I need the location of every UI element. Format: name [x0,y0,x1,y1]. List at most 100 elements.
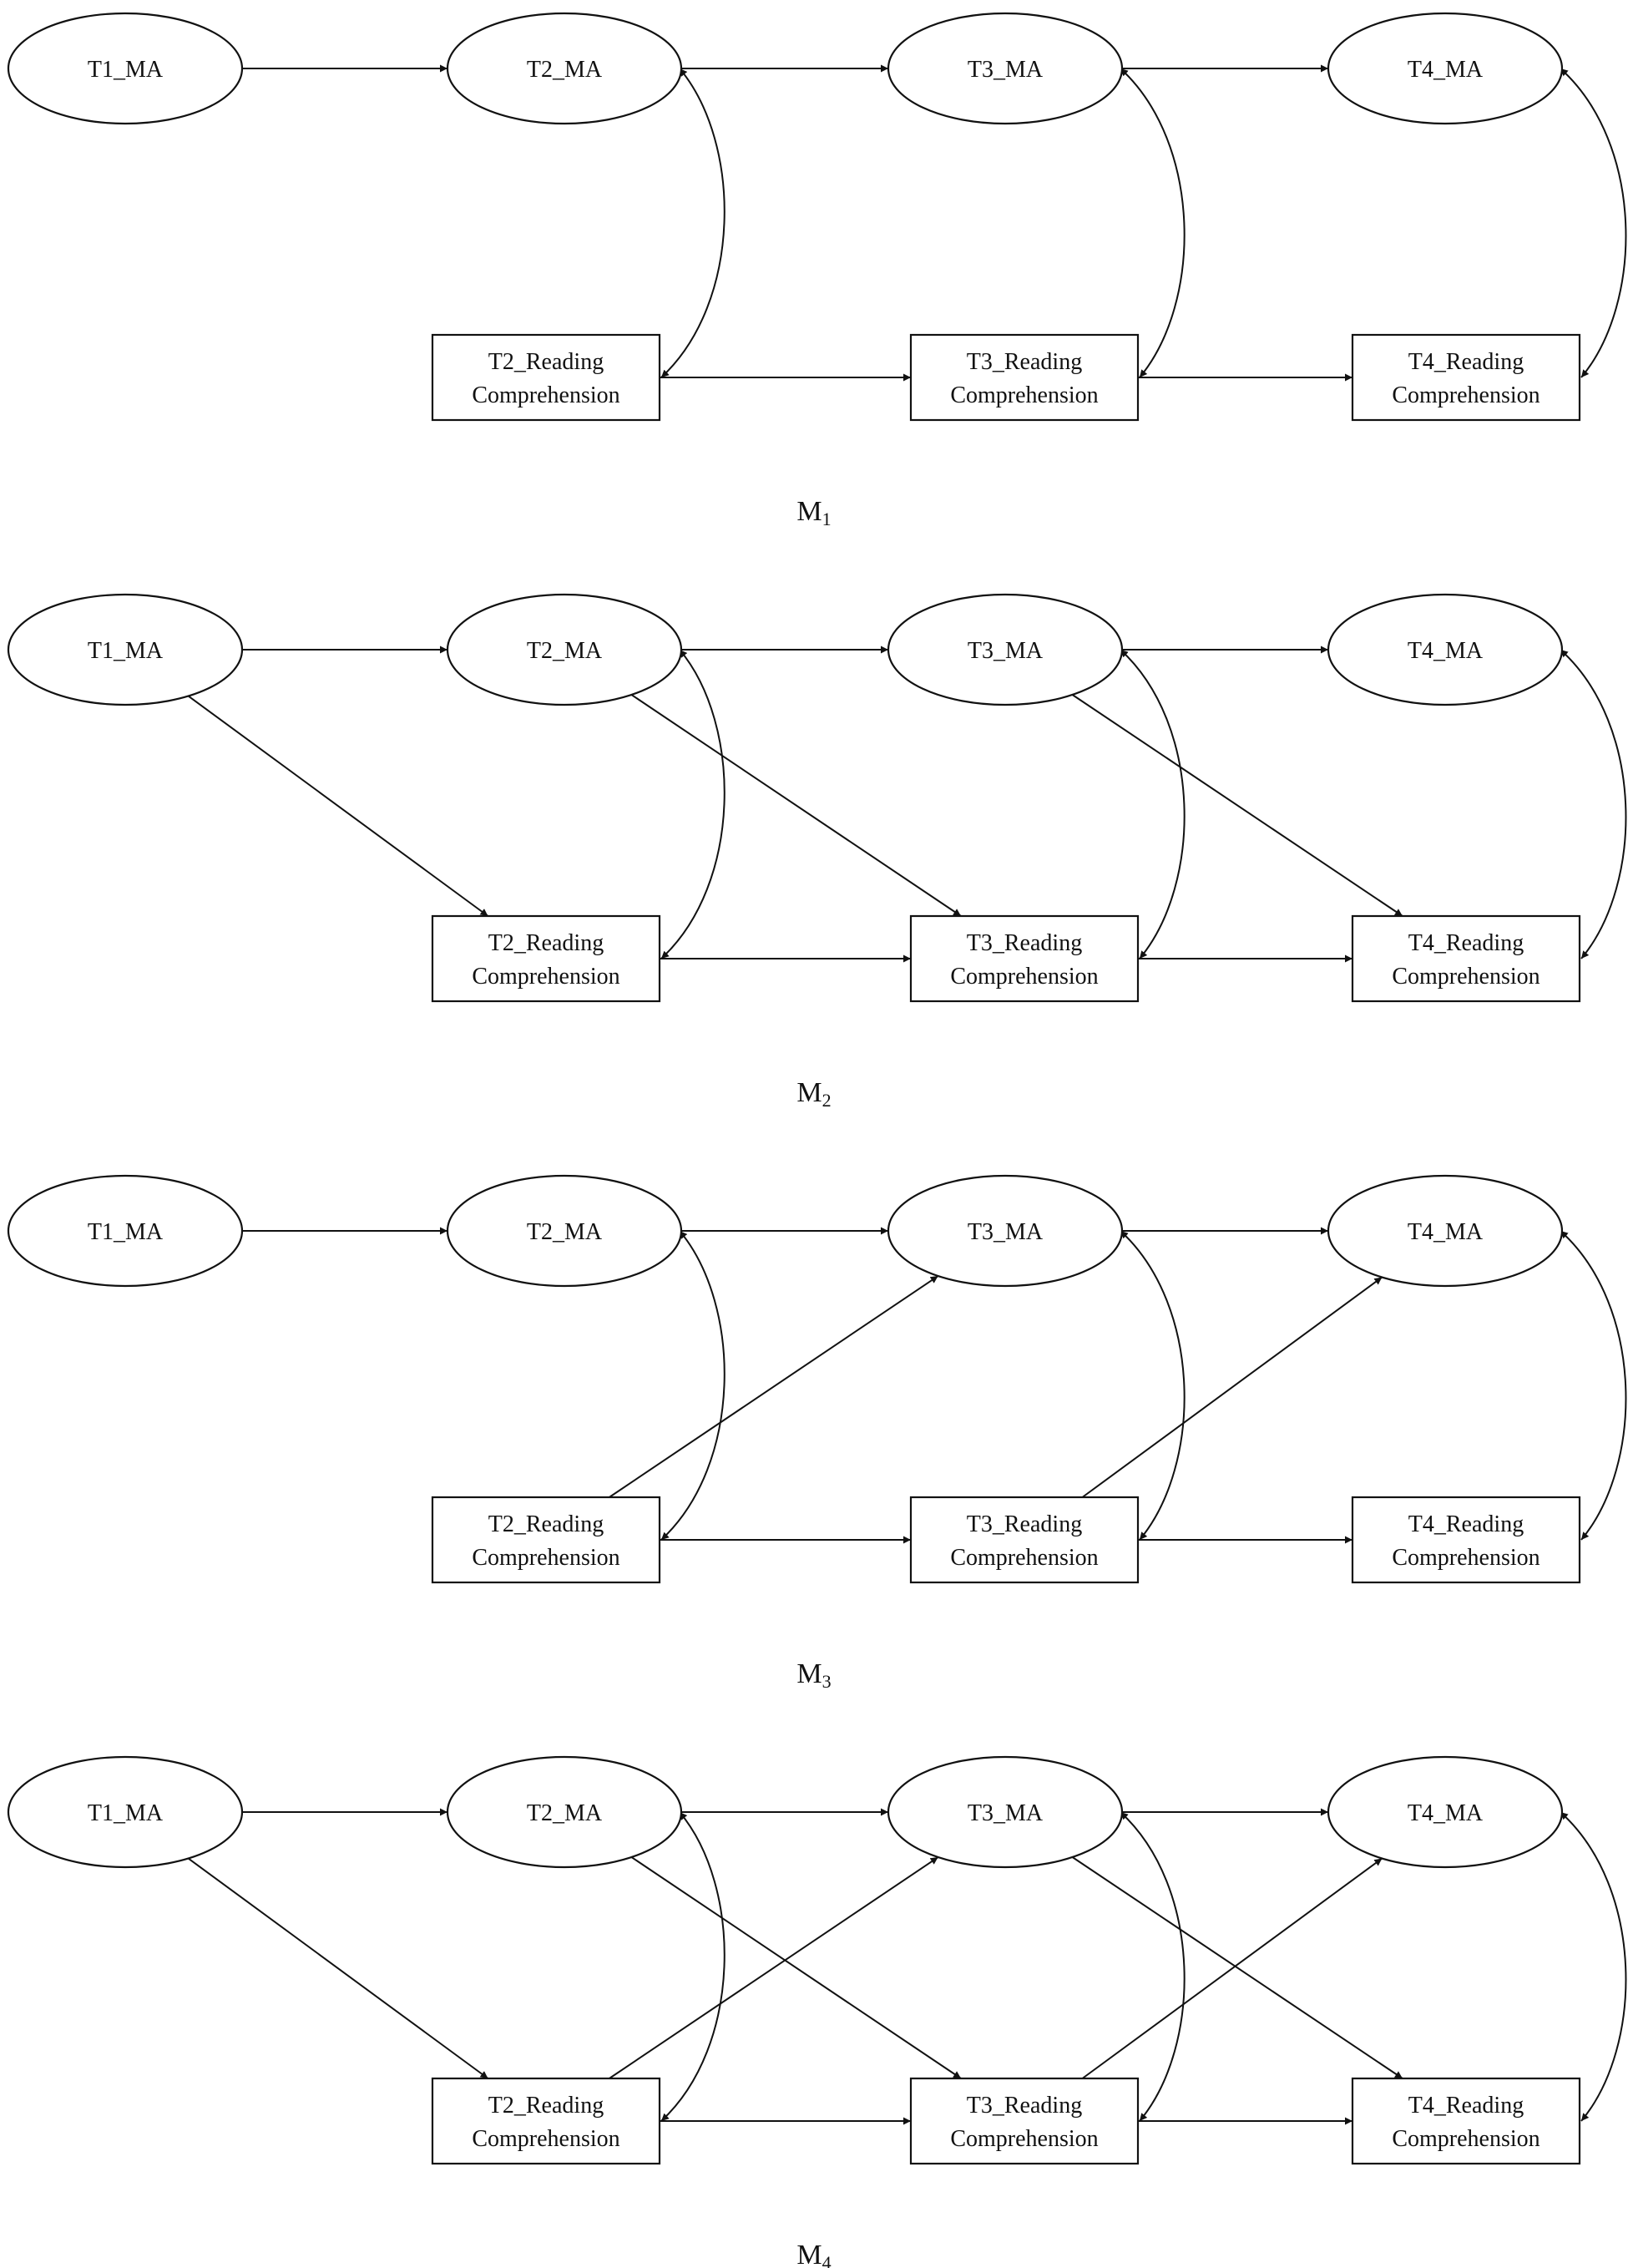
node-label: T4_MA [1408,57,1484,83]
panel-m1: T1_MA T2_MA T3_MA T4_MA T2_ReadingComprehens… [7,12,1627,529]
node-label: T1_MA [88,1800,164,1826]
box-shape [909,2077,1140,2165]
node-label: Comprehension [950,382,1098,408]
node-label: T4_MA [1408,1800,1484,1826]
covariance-edge-t4_ma-t4_rc [1560,649,1627,959]
covariance-edge-t3_ma-t3_rc [1120,68,1186,378]
path-edge-t2_rc-t3_ma [609,1856,939,2079]
node-t3_ma: T3_MA [887,593,1124,706]
node-label: T2_MA [527,57,603,83]
node-label: T3_MA [968,638,1044,664]
box-shape [1351,1496,1581,1584]
box-shape [1351,914,1581,1003]
node-label: Comprehension [1392,2126,1540,2152]
ellipse-shape [1327,1755,1564,1869]
ellipse-shape [887,12,1124,125]
node-t3_ma: T3_MA [887,1174,1124,1288]
box-shape [431,914,661,1003]
node-label: T3_MA [968,1800,1044,1826]
box-shape [909,1496,1140,1584]
node-label: T2_Reading [488,930,604,956]
node-t2_ma: T2_MA [446,12,683,125]
caption-subscript: 1 [822,509,832,529]
node-label: T1_MA [88,57,164,83]
ellipse-shape [7,12,244,125]
panel-m2: T1_MA T2_MA T3_MA T4_MA T2_ReadingComprehens… [7,593,1627,1111]
ellipse-shape [1327,12,1564,125]
caption-subscript: 3 [822,1671,832,1692]
node-label: T4_Reading [1408,1511,1524,1537]
path-edge-t3_rc-t4_ma [1081,1276,1383,1498]
covariance-edge-t4_ma-t4_rc [1560,68,1627,378]
node-t3_ma: T3_MA [887,12,1124,125]
edges [242,1227,1627,1544]
covariance-edge-t2_ma-t2_rc [660,68,726,378]
covariance-edge-t2_ma-t2_rc [660,1230,726,1541]
node-label: Comprehension [1392,382,1540,408]
path-edge-t2_ma-t3_rc [630,694,962,917]
node-label: Comprehension [472,964,619,990]
node-label: T2_Reading [488,349,604,375]
node-label: Comprehension [472,1545,619,1571]
caption-letter: M [796,2240,822,2268]
node-t4_ma: T4_MA [1327,1755,1564,1869]
caption-letter: M [796,496,822,527]
edges [188,1808,1627,2125]
node-t4_ma: T4_MA [1327,593,1564,706]
panel-m3: T1_MA T2_MA T3_MA T4_MA T2_ReadingComprehens… [7,1174,1627,1692]
panel-caption: M3 [796,1658,831,1692]
node-label: Comprehension [472,2126,619,2152]
node-label: T2_MA [527,1800,603,1826]
node-t1_ma: T1_MA [7,593,244,706]
ellipse-shape [446,1755,683,1869]
node-label: T2_Reading [488,1511,604,1537]
ellipse-shape [887,1174,1124,1288]
node-label: T3_Reading [967,930,1082,956]
box-shape [1351,333,1581,422]
node-t1_ma: T1_MA [7,1174,244,1288]
ellipse-shape [7,1755,244,1869]
box-shape [431,1496,661,1584]
path-edge-t2_rc-t3_ma [609,1275,939,1498]
path-edge-t3_ma-t4_rc [1071,694,1403,917]
caption-subscript: 4 [822,2252,832,2268]
panel-caption: M4 [796,2240,831,2268]
node-t2_ma: T2_MA [446,1174,683,1288]
node-label: T4_Reading [1408,2093,1524,2119]
node-label: Comprehension [472,382,619,408]
ellipse-shape [7,1174,244,1288]
node-label: T1_MA [88,638,164,664]
node-label: T3_Reading [967,2093,1082,2119]
node-label: T2_MA [527,1219,603,1245]
node-label: Comprehension [1392,964,1540,990]
box-shape [431,2077,661,2165]
ellipse-shape [446,1174,683,1288]
node-t2_ma: T2_MA [446,1755,683,1869]
path-edge-t1_ma-t2_rc [188,695,489,917]
panel-caption: M1 [796,496,831,529]
ellipse-shape [887,1755,1124,1869]
node-t4_ma: T4_MA [1327,1174,1564,1288]
node-t4_ma: T4_MA [1327,12,1564,125]
covariance-edge-t2_ma-t2_rc [660,1811,726,2122]
box-shape [431,333,661,422]
node-label: T2_Reading [488,2093,604,2119]
ellipse-shape [446,593,683,706]
node-t1_ma: T1_MA [7,1755,244,1869]
node-label: T3_MA [968,1219,1044,1245]
node-label: Comprehension [950,1545,1098,1571]
node-t2_ma: T2_MA [446,593,683,706]
covariance-edge-t3_ma-t3_rc [1120,649,1186,959]
covariance-edge-t4_ma-t4_rc [1560,1811,1627,2122]
path-edge-t3_ma-t4_rc [1071,1856,1403,2079]
